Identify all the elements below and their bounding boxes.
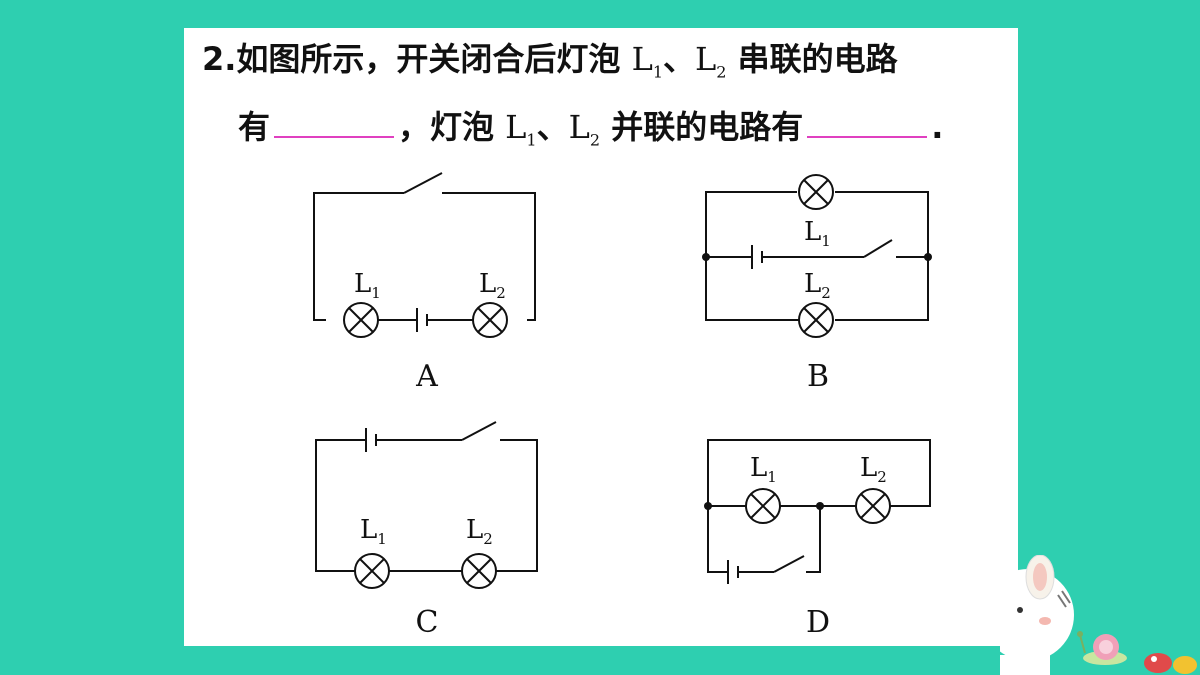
circuit-a — [313, 172, 536, 338]
circuit-c-lamp2-label: L2 — [466, 515, 493, 548]
circuit-b-junction-right — [924, 253, 932, 261]
question-line-2: 有 ，灯泡 L1、L2 并联的电路有. — [238, 102, 943, 149]
question-text-1-tail: 串联的电路 — [737, 40, 898, 78]
circuit-b-lamp2-label: L2 — [804, 269, 831, 302]
circuit-d-junction-left — [704, 502, 712, 510]
circuit-b — [705, 174, 929, 338]
mushroom-icon — [1144, 653, 1197, 674]
circuit-d-lamp2-label: L2 — [860, 453, 887, 486]
circuit-c — [315, 421, 538, 589]
question-text-2-head: 有 — [238, 108, 271, 146]
answer-blank-series[interactable] — [274, 106, 395, 138]
lamp-label-2b: L2 — [568, 108, 601, 150]
answer-blank-parallel[interactable] — [807, 106, 928, 138]
separator: 、 — [663, 40, 696, 78]
circuit-b-label: B — [807, 359, 829, 394]
separator-2: 、 — [536, 108, 569, 146]
lamp-label-1b: L1 — [505, 108, 537, 150]
question-line-1: 2.如图所示，开关闭合后灯泡 L1、L2 串联的电路 — [202, 34, 898, 81]
circuit-a-lamp1-label: L1 — [354, 269, 381, 302]
cartoon-decoration — [1000, 555, 1197, 675]
question-end-period: . — [931, 108, 944, 146]
circuit-b-lamp1-label: L1 — [804, 217, 831, 250]
lamp-label-2: L2 — [695, 40, 727, 82]
circuit-diagrams: L1 L2 A L1 L2 B — [313, 172, 932, 640]
bunny-icon — [1000, 555, 1074, 675]
snail-icon — [1077, 631, 1127, 665]
circuit-d-lamp1-label: L1 — [750, 453, 777, 486]
circuit-d-junction-mid — [816, 502, 824, 510]
question-text-2-mid: ，灯泡 — [398, 108, 495, 146]
circuit-d — [707, 439, 931, 584]
circuit-d-label: D — [806, 605, 830, 640]
lamp-label-1: L1 — [631, 40, 664, 82]
circuit-c-lamp1-label: L1 — [360, 515, 387, 548]
circuit-c-label: C — [416, 605, 439, 640]
question-number: 2. — [202, 40, 237, 78]
question-text-2-tail: 并联的电路有 — [611, 108, 804, 146]
question-card: 2.如图所示，开关闭合后灯泡 L1、L2 串联的电路 有，灯泡 L1、L2 并联… — [184, 28, 1018, 646]
circuit-b-junction-left — [702, 253, 710, 261]
circuit-a-label: A — [415, 359, 438, 394]
question-text-1: 如图所示，开关闭合后灯泡 — [236, 40, 621, 78]
circuit-a-lamp2-label: L2 — [479, 269, 506, 302]
